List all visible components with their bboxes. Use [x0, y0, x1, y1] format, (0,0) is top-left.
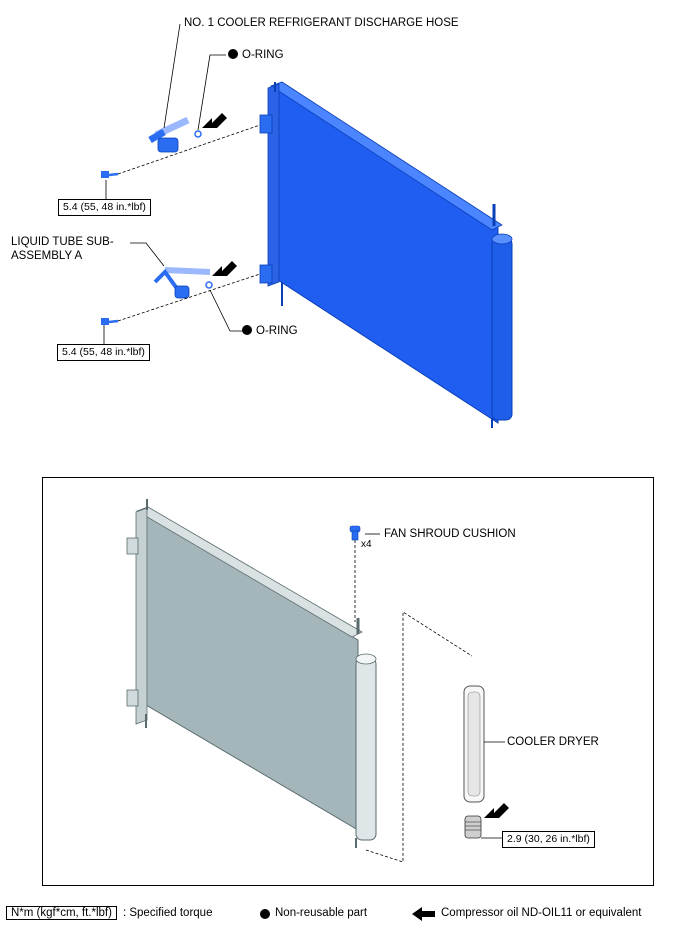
cooler-dryer-label: COOLER DRYER [507, 736, 599, 748]
condenser-blue [259, 81, 513, 428]
legend-torque-desc: : Specified torque [122, 907, 213, 919]
fan-shroud-cushion-label: FAN SHROUD CUSHION [384, 528, 516, 540]
discharge-hose-part [148, 116, 202, 153]
cooler-dryer-part [463, 685, 485, 803]
arrow-left-icon [484, 803, 509, 818]
filled-dot-icon [242, 325, 252, 335]
torque-dryer-box: 2.9 (30, 26 in.*lbf) [502, 831, 595, 848]
quantity-label: x4 [361, 539, 372, 550]
installation-detail-frame [42, 477, 654, 886]
bolt-lower [101, 318, 119, 325]
alignment-lines-bottom [354, 540, 473, 863]
filled-dot-icon [260, 909, 270, 919]
torque-lower-box: 5.4 (55, 48 in.*lbf) [57, 344, 150, 361]
liquid-tube-label-line1: LIQUID TUBE SUB- [11, 236, 114, 248]
condenser-gray [126, 499, 377, 848]
torque-upper-box: 5.4 (55, 48 in.*lbf) [58, 199, 151, 216]
o-ring-lower-label: O-RING [242, 324, 298, 338]
legend-torque-unit: N*m (kgf*cm, ft.*lbf) [6, 906, 117, 920]
leader-lines [103, 23, 243, 344]
legend-torque: N*m (kgf*cm, ft.*lbf) : Specified torque [6, 906, 212, 921]
leader-lines-bottom [365, 533, 505, 839]
arrow-left-icon [202, 113, 237, 276]
alignment-lines [117, 124, 261, 322]
legend-non-reusable: Non-reusable part [275, 907, 368, 919]
o-ring-upper-label: O-RING [228, 48, 284, 62]
bolt-upper [101, 171, 119, 178]
liquid-tube-label-line2: ASSEMBLY A [11, 250, 83, 262]
discharge-hose-label: NO. 1 COOLER REFRIGERANT DISCHARGE HOSE [184, 17, 459, 29]
filled-dot-icon [228, 49, 238, 59]
arrow-left-icon [412, 907, 435, 921]
liquid-tube-part [153, 267, 213, 299]
legend-compressor-oil: Compressor oil ND-OIL11 or equivalent [441, 907, 642, 919]
dryer-plug-part [464, 815, 482, 839]
